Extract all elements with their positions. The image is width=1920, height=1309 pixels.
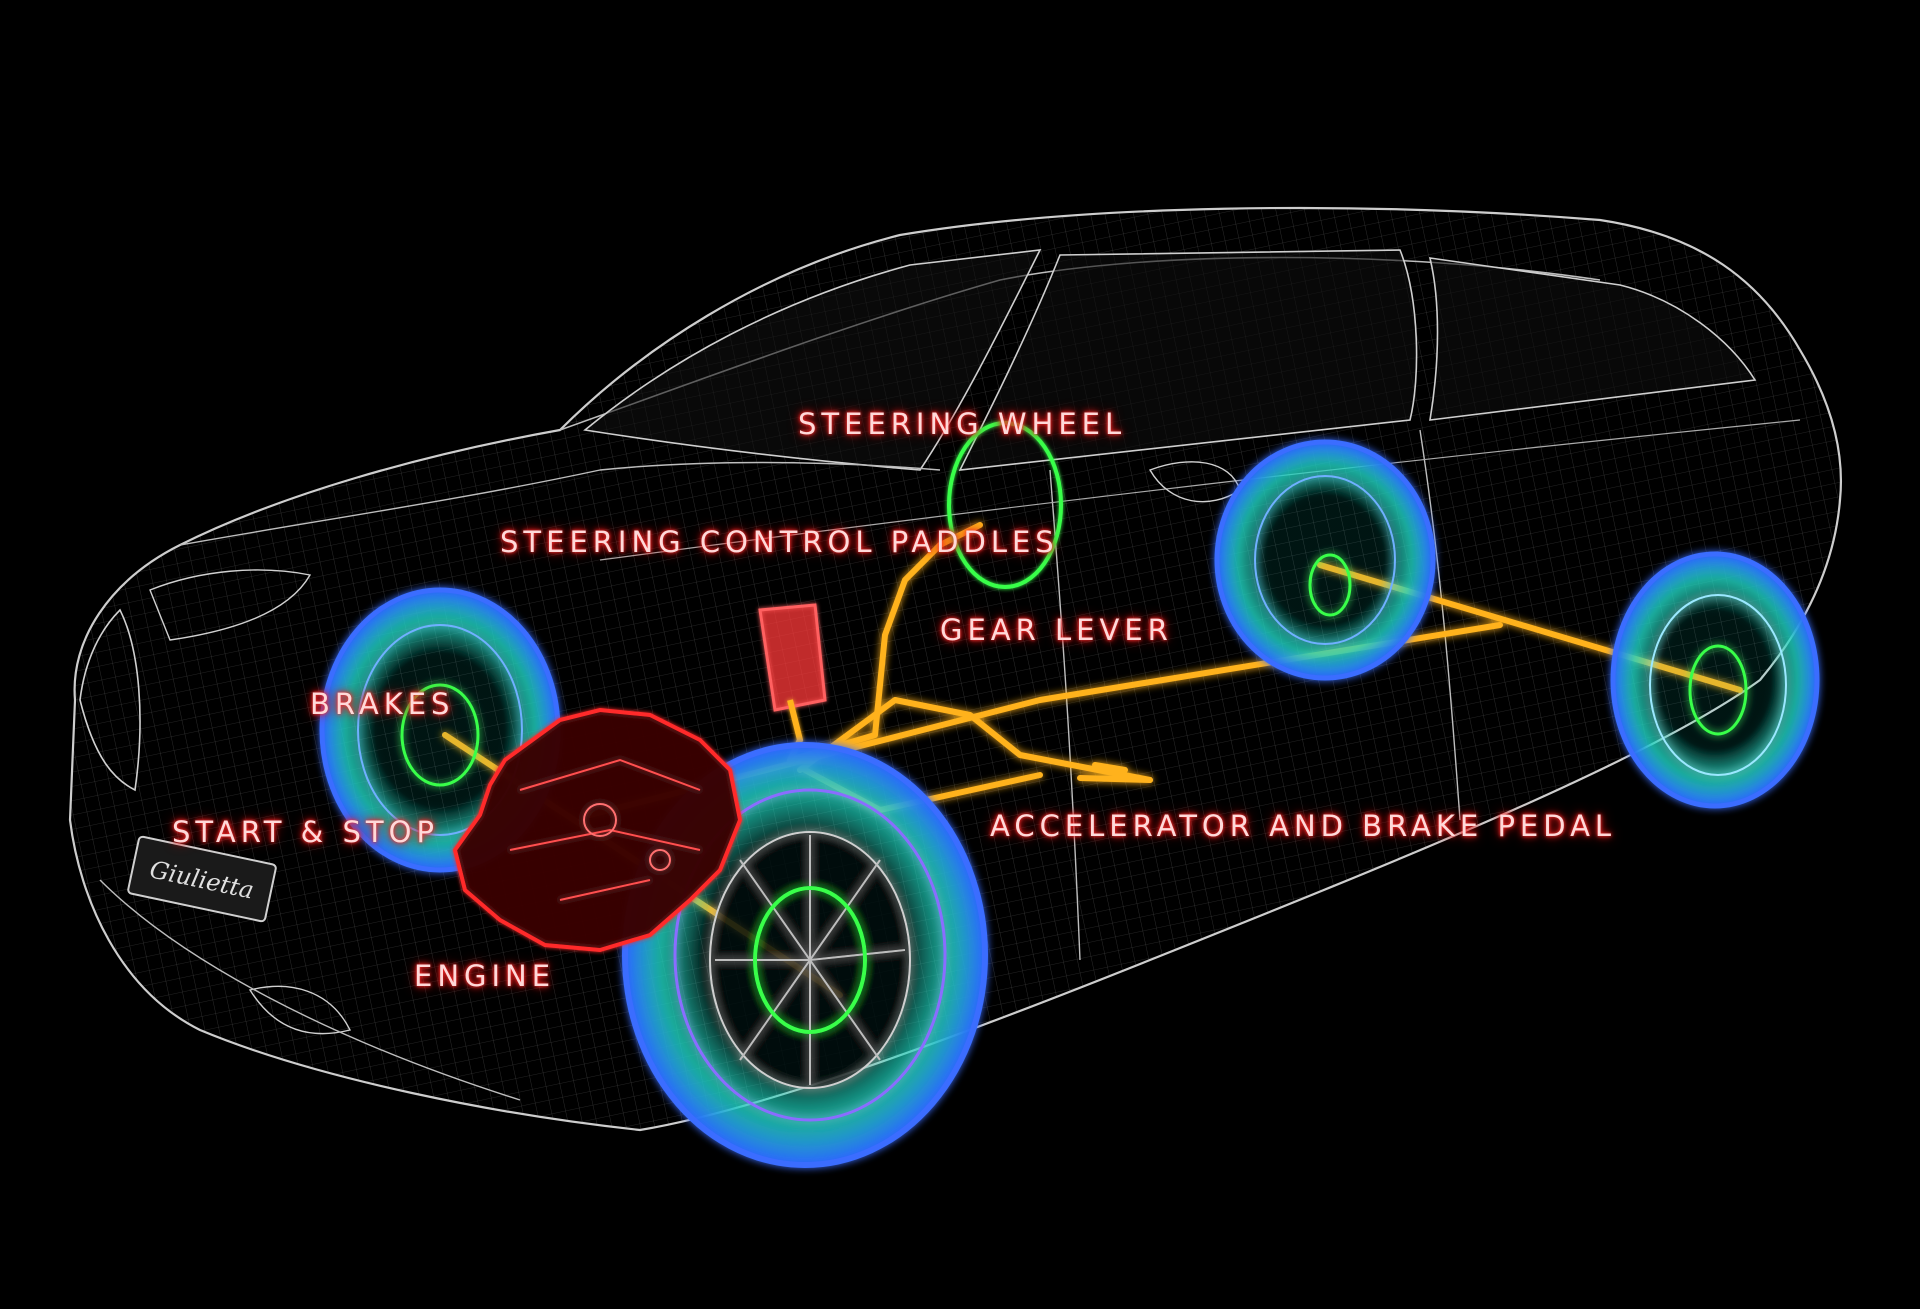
gear-link [787,522,983,763]
engine-block [452,707,743,953]
side-window-rear [1428,257,1757,421]
label-accelerator-brake-pedal: ACCELERATOR AND BRAKE PEDAL [990,809,1617,843]
rear-right-hub [1688,644,1748,736]
door-line-rear [1419,429,1461,821]
license-plate: Giulietta [127,835,277,923]
rear-left-wheel [1214,439,1436,681]
lower-bumper [99,879,521,1101]
front-left-hub [400,683,480,787]
label-steering-wheel: STEERING WHEEL [798,407,1127,441]
gear-lever-block [758,603,827,762]
pedal-tip-2 [1092,762,1128,773]
label-engine: ENGINE [414,959,556,993]
hood-crease [179,461,941,546]
label-gear-lever: GEAR LEVER [940,613,1173,647]
headlight [149,569,312,641]
label-steering-control-paddles: STEERING CONTROL PADDLES [500,525,1059,559]
rear-right-wheel [1610,551,1820,809]
windshield [583,249,1042,471]
beltline [599,419,1801,561]
fog-light [248,985,352,1035]
door-line [1049,469,1081,961]
front-grille [79,608,141,792]
pedal-line [797,697,1153,783]
label-brakes: BRAKES [310,687,455,721]
rear-left-hub [1308,553,1352,617]
steering-wheel-ring [947,421,1063,589]
label-start-stop: START & STOP [172,815,439,849]
front-right-hub [753,886,867,1034]
pedal-tip-1 [1077,775,1153,783]
side-window-front [958,249,1418,471]
front-right-spokes [715,835,906,1085]
